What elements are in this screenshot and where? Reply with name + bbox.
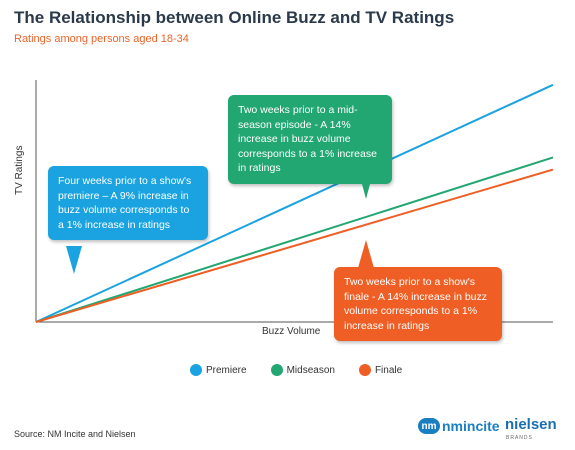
series-line-finale	[35, 168, 554, 323]
chart-legend: Premiere Midseason Finale	[190, 364, 402, 376]
nielsen-logo: nielsen	[505, 416, 557, 433]
chart-title: The Relationship between Online Buzz and…	[14, 8, 455, 27]
finale-callout: Two weeks prior to a show's finale - A 1…	[334, 267, 502, 341]
finale-callout-pointer	[358, 240, 374, 268]
legend-label-finale: Finale	[374, 364, 403, 376]
premiere-callout: Four weeks prior to a show's premiere – …	[48, 166, 208, 240]
nm-logo-mark: nm	[418, 418, 440, 434]
legend-swatch-finale	[358, 364, 371, 376]
source-note: Source: NM Incite and Nielsen	[14, 429, 136, 439]
nm-incite-wordmark: nmincite	[442, 418, 500, 434]
nielsen-logo-sub: BRANDS	[506, 435, 533, 441]
premiere-callout-text: Four weeks prior to a show's premiere – …	[58, 175, 192, 231]
nm-incite-logo: nm nmincite	[418, 418, 500, 434]
midseason-callout: Two weeks prior to a mid-season episode …	[228, 95, 392, 184]
chart-subtitle: Ratings among persons aged 18-34	[14, 33, 189, 45]
legend-label-premiere: Premiere	[206, 364, 247, 376]
series-line-midseason	[35, 156, 554, 323]
x-axis-label: Buzz Volume	[262, 326, 321, 337]
y-axis-label: TV Ratings	[14, 145, 25, 195]
legend-swatch-midseason	[270, 364, 283, 376]
legend-item-finale: Finale	[358, 364, 403, 376]
midseason-callout-pointer	[358, 169, 374, 199]
legend-item-premiere: Premiere	[190, 364, 247, 376]
legend-label-midseason: Midseason	[286, 364, 335, 376]
premiere-callout-pointer	[66, 246, 82, 274]
finale-callout-text: Two weeks prior to a show's finale - A 1…	[344, 276, 488, 332]
legend-swatch-premiere	[190, 364, 202, 376]
midseason-callout-text: Two weeks prior to a mid-season episode …	[238, 104, 377, 174]
series-line-premiere	[35, 83, 554, 323]
legend-item-midseason: Midseason	[270, 364, 335, 376]
